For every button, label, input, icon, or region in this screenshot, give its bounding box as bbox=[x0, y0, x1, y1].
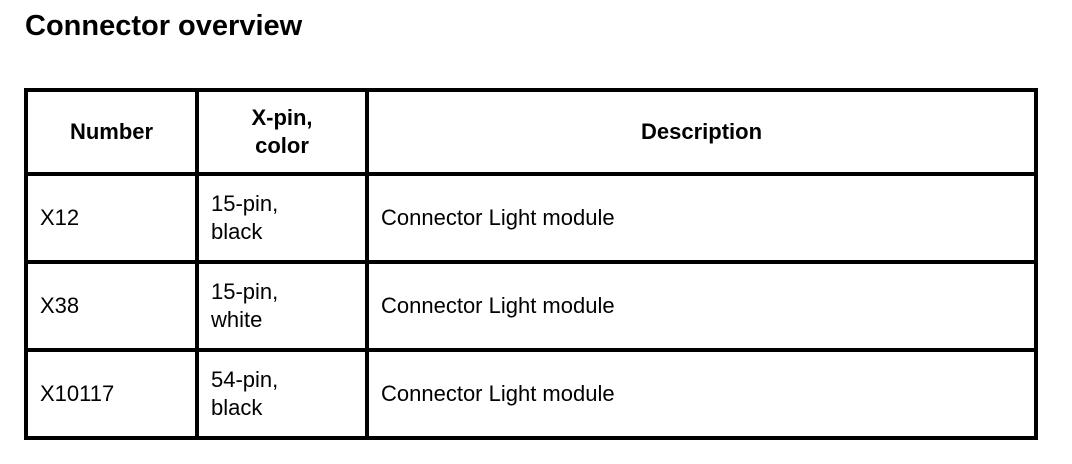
cell-pin-color: 15-pin, white bbox=[195, 260, 369, 352]
table-row: X38 15-pin, white Connector Light module bbox=[24, 260, 1038, 352]
table-header-row: Number X-pin, color Description bbox=[24, 88, 1038, 176]
page-title: Connector overview bbox=[25, 10, 303, 42]
cell-description: Connector Light module bbox=[365, 348, 1038, 440]
table-row: X12 15-pin, black Connector Light module bbox=[24, 172, 1038, 264]
column-header-pin-color: X-pin, color bbox=[195, 88, 369, 176]
cell-pin-color: 15-pin, black bbox=[195, 172, 369, 264]
cell-description: Connector Light module bbox=[365, 172, 1038, 264]
cell-number: X10117 bbox=[24, 348, 199, 440]
cell-number: X12 bbox=[24, 172, 199, 264]
column-header-number: Number bbox=[24, 88, 199, 176]
column-header-description: Description bbox=[365, 88, 1038, 176]
connector-table: Number X-pin, color Description X12 15-p… bbox=[24, 88, 1038, 440]
cell-pin-color: 54-pin, black bbox=[195, 348, 369, 440]
cell-description: Connector Light module bbox=[365, 260, 1038, 352]
cell-number: X38 bbox=[24, 260, 199, 352]
table-row: X10117 54-pin, black Connector Light mod… bbox=[24, 348, 1038, 440]
